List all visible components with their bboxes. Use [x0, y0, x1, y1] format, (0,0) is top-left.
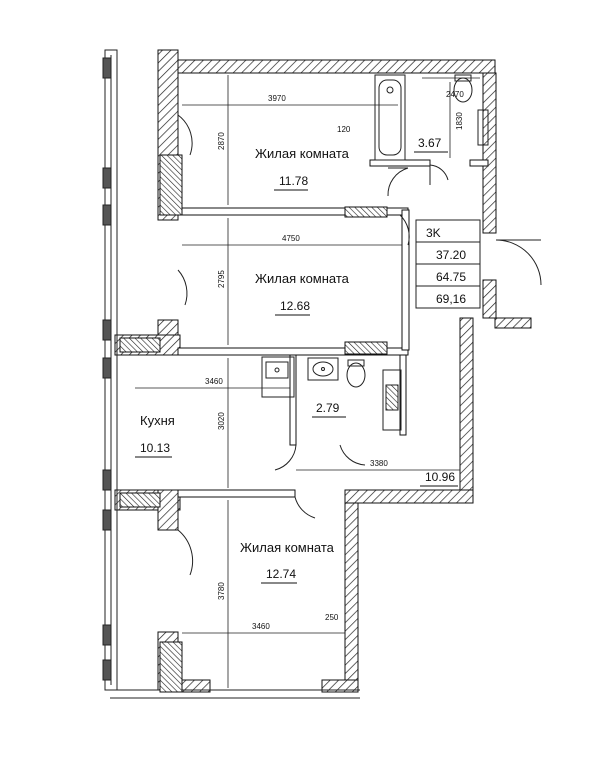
dimension-label: 4750	[282, 234, 300, 243]
room-area: 10.96	[425, 470, 455, 484]
room-area: 12.74	[266, 567, 296, 581]
dimension-label: 3460	[252, 622, 270, 631]
room-name: Жилая комната	[255, 271, 350, 286]
summary-box: 3K 37.20 64.75 69,16	[415, 219, 481, 309]
room-area: 11.78	[279, 174, 308, 188]
loggia	[102, 49, 360, 699]
room-area: 12.68	[280, 299, 310, 313]
room-area: 3.67	[418, 136, 442, 150]
dimension-texts: 3970 2870 120 2470 1830 4750 2795 3460 3…	[205, 90, 464, 631]
dimension-label: 2470	[446, 90, 464, 99]
living-area: 37.20	[436, 248, 466, 262]
dimension-label: 250	[325, 613, 339, 622]
total-area-with-balcony: 69,16	[436, 292, 466, 306]
dimension-label: 3460	[205, 377, 223, 386]
dimension-label: 120	[337, 125, 351, 134]
dimension-label: 3970	[268, 94, 286, 103]
total-area: 64.75	[436, 270, 466, 284]
dimension-label: 3780	[217, 582, 226, 600]
dimension-lines	[135, 75, 480, 688]
room-area: 2.79	[316, 401, 340, 415]
dimension-label: 2870	[217, 132, 226, 150]
room-name: Кухня	[140, 413, 175, 428]
room-name: Жилая комната	[255, 146, 350, 161]
dimension-label: 3380	[370, 459, 388, 468]
apartment-type: 3K	[426, 226, 441, 240]
dimension-label: 1830	[455, 112, 464, 130]
interior-walls	[119, 154, 489, 693]
door-swings	[177, 114, 542, 576]
room-labels: Жилая комната 11.78 Жилая комната 12.68 …	[135, 136, 458, 584]
dimension-label: 3020	[217, 412, 226, 430]
dimension-label: 2795	[217, 270, 226, 288]
sanitary-fixtures	[261, 74, 489, 431]
room-name: Жилая комната	[240, 540, 335, 555]
room-area: 10.13	[140, 441, 170, 455]
